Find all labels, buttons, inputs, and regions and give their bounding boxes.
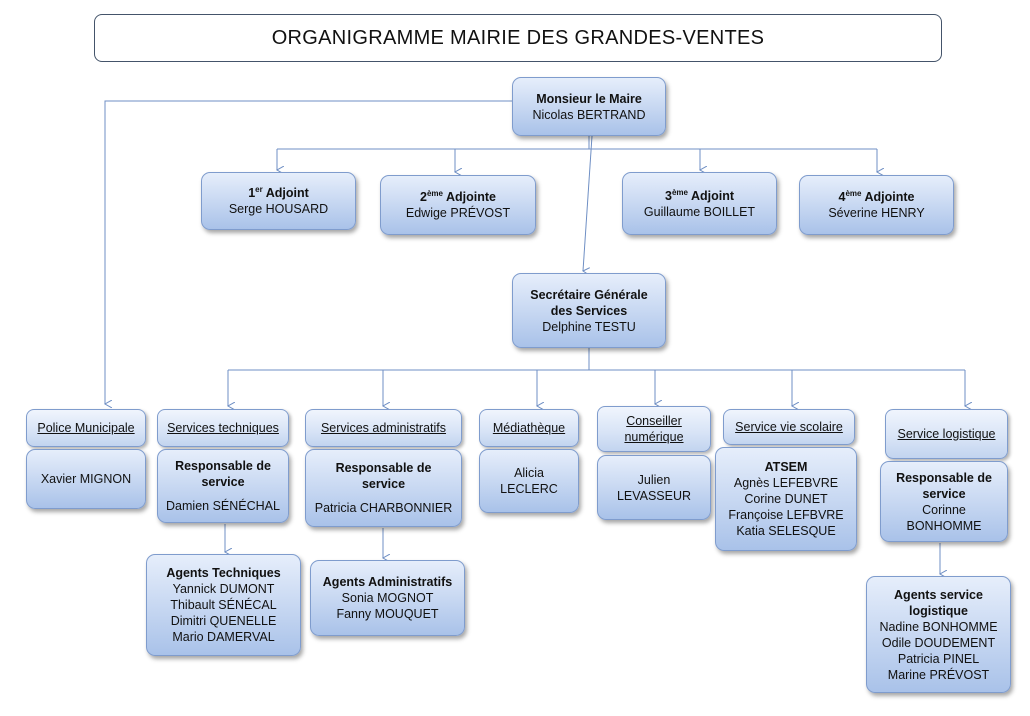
maire-role: Monsieur le Maire — [536, 91, 642, 106]
scolaire-box: ATSEM Agnès LEFEBVRE Corine DUNET Franço… — [715, 447, 857, 551]
adjoint-3-box: 3ème Adjoint Guillaume BOILLET — [622, 172, 777, 235]
list-item: Mario DAMERVAL — [172, 630, 275, 644]
secretaire-name: Delphine TESTU — [542, 319, 636, 334]
logistique-resp-box: Responsable de service Corinne BONHOMME — [880, 461, 1008, 542]
techniques-resp-role-2: service — [201, 475, 245, 489]
administratifs-header: Services administratifs — [305, 409, 462, 447]
secretaire-box: Secrétaire Générale des Services Delphin… — [512, 273, 666, 348]
logistique-resp-role-1: Responsable de — [896, 470, 992, 485]
conseiller-header-line1: Conseiller — [626, 414, 682, 428]
conseiller-name-1: Julien — [637, 472, 671, 487]
list-item: Sonia MOGNOT — [341, 591, 434, 605]
secretaire-role-line2: des Services — [550, 303, 628, 318]
conseiller-header-line2: numérique — [624, 430, 684, 444]
adjoint-4-box: 4ème Adjointe Séverine HENRY — [799, 175, 954, 235]
logistique-resp-name-1: Corinne — [922, 502, 966, 517]
list-item: Yannick DUMONT — [172, 582, 275, 596]
page-title: ORGANIGRAMME MAIRIE DES GRANDES-VENTES — [94, 14, 942, 62]
conseiller-header: Conseiller numérique — [597, 406, 711, 452]
police-name: Xavier MIGNON — [40, 472, 132, 486]
adjoint-1-box: 1er Adjoint Serge HOUSARD — [201, 172, 356, 230]
mediatheque-box: Alicia LECLERC — [479, 449, 579, 513]
administratifs-resp-box: Responsable de service Patricia CHARBONN… — [305, 449, 462, 527]
conseiller-box: Julien LEVASSEUR — [597, 455, 711, 520]
techniques-header: Services techniques — [157, 409, 289, 447]
mediatheque-name-2: LECLERC — [500, 482, 558, 496]
list-item: Marine PRÉVOST — [887, 667, 990, 682]
administratifs-resp-role-1: Responsable de — [335, 461, 432, 475]
list-item: Patricia PINEL — [897, 651, 980, 666]
adjoint-1-role: 1er Adjoint — [248, 185, 309, 200]
logistique-resp-role-2: service — [922, 486, 966, 501]
techniques-resp-role-1: Responsable de — [175, 459, 271, 473]
logistique-agents-title-1: Agents service — [894, 587, 983, 602]
secretaire-role-line1: Secrétaire Générale — [530, 287, 648, 302]
adjoint-2-box: 2ème Adjointe Edwige PRÉVOST — [380, 175, 536, 235]
administratifs-agents-title: Agents Administratifs — [322, 575, 453, 589]
police-box: Xavier MIGNON — [26, 449, 146, 509]
logistique-agents-box: Agents service logistique Nadine BONHOMM… — [866, 576, 1011, 693]
list-item: Fanny MOUQUET — [336, 607, 439, 621]
list-item: Dimitri QUENELLE — [170, 614, 277, 628]
administratifs-resp-name: Patricia CHARBONNIER — [314, 501, 453, 515]
maire-name: Nicolas BERTRAND — [532, 107, 646, 122]
police-header: Police Municipale — [26, 409, 146, 447]
adjoint-4-name: Séverine HENRY — [828, 206, 925, 220]
list-item: Katia SELESQUE — [736, 524, 836, 538]
techniques-agents-title: Agents Techniques — [166, 566, 281, 580]
mediatheque-header: Médiathèque — [479, 409, 579, 447]
adjoint-1-name: Serge HOUSARD — [228, 202, 329, 216]
techniques-resp-name: Damien SÉNÉCHAL — [166, 499, 280, 513]
connector-maire-secretaire — [583, 135, 593, 271]
scolaire-header: Service vie scolaire — [723, 409, 855, 445]
adjoint-4-role: 4ème Adjointe — [838, 189, 915, 204]
adjoint-3-name: Guillaume BOILLET — [643, 204, 756, 219]
scolaire-group-title: ATSEM — [764, 460, 808, 474]
list-item: Thibault SÉNÉCAL — [170, 598, 277, 612]
mediatheque-name-1: Alicia — [514, 466, 544, 480]
logistique-agents-title-2: logistique — [908, 603, 969, 618]
logistique-header: Service logistique — [885, 409, 1008, 459]
maire-box: Monsieur le Maire Nicolas BERTRAND — [512, 77, 666, 136]
list-item: Nadine BONHOMME — [879, 619, 998, 634]
administratifs-resp-role-2: service — [361, 477, 406, 491]
administratifs-agents-box: Agents Administratifs Sonia MOGNOT Fanny… — [310, 560, 465, 636]
adjoint-3-role: 3ème Adjoint — [664, 187, 735, 203]
conseiller-name-2: LEVASSEUR — [616, 488, 692, 503]
list-item: Odile DOUDEMENT — [881, 635, 996, 650]
techniques-agents-box: Agents Techniques Yannick DUMONT Thibaul… — [146, 554, 301, 656]
connector-maire-police — [105, 100, 512, 404]
adjoint-2-role: 2ème Adjointe — [420, 189, 496, 204]
techniques-resp-box: Responsable de service Damien SÉNÉCHAL — [157, 449, 289, 523]
list-item: Agnès LEFEBVRE — [733, 476, 839, 490]
list-item: Françoise LEFBVRE — [728, 508, 844, 522]
adjoint-2-name: Edwige PRÉVOST — [405, 206, 511, 220]
list-item: Corine DUNET — [744, 492, 828, 506]
logistique-resp-name-2: BONHOMME — [906, 518, 982, 533]
